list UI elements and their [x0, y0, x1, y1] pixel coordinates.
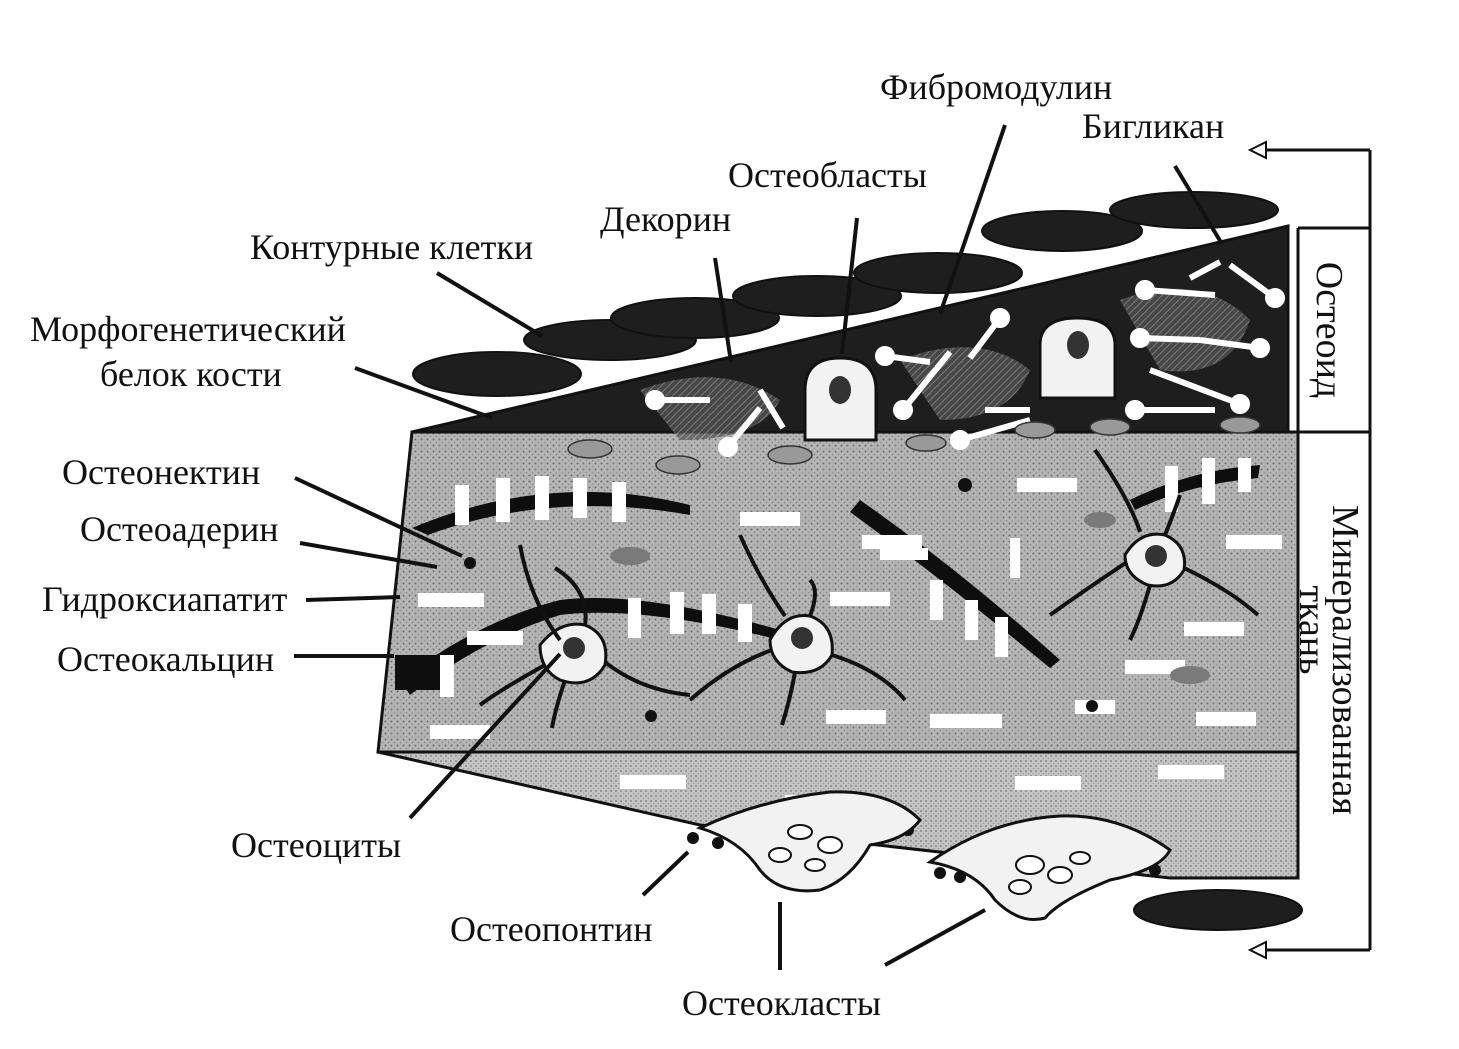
- label-fibromodulin: Фибромодулин: [880, 67, 1113, 107]
- label-osteonectin: Остеонектин: [62, 452, 261, 492]
- label-bmp-line2: белок кости: [100, 354, 282, 394]
- osteoclast-vacuoles: [768, 824, 1091, 895]
- grey-mineral-ellipses: [610, 512, 1210, 684]
- osteoid-texture: [640, 288, 1250, 440]
- label-decorin: Декорин: [600, 199, 732, 239]
- label-lining-cells: Контурные клетки: [250, 227, 534, 267]
- osteoid-protein-rods: [645, 259, 1285, 457]
- osteoid-side-label: Остеоид: [1308, 262, 1350, 398]
- label-osteoclasts: Остеокласты: [682, 983, 882, 1023]
- leader-lines: [294, 124, 1224, 970]
- osteocyte-nuclei: [563, 545, 1167, 659]
- hydroxyapatite-crystals: [418, 478, 1282, 809]
- label-osteoadherin: Остеоадерин: [80, 509, 279, 549]
- label-osteopontin: Остеопонтин: [450, 909, 653, 949]
- mineralized-side-label-1: Минерализованная: [1324, 505, 1366, 815]
- label-bmp-line1: Морфогенетический: [30, 309, 346, 349]
- label-osteocalcin: Остеокальцин: [57, 639, 275, 679]
- lining-cells: [412, 191, 1303, 931]
- osteoclast-cells: [695, 790, 1172, 921]
- osteoid-grey-ellipses: [567, 416, 1261, 475]
- label-hydroxyapatite: Гидроксиапатит: [42, 579, 288, 619]
- label-biglycan: Бигликан: [1082, 106, 1225, 146]
- label-osteoblasts: Остеобласты: [728, 155, 927, 195]
- osteoblast-cells: [803, 316, 1117, 442]
- bracket-arrows: [1247, 140, 1267, 960]
- right-bracket: [1260, 148, 1372, 952]
- label-osteocytes: Остеоциты: [231, 825, 402, 865]
- mineralized-side-label-2: ткань: [1291, 585, 1333, 674]
